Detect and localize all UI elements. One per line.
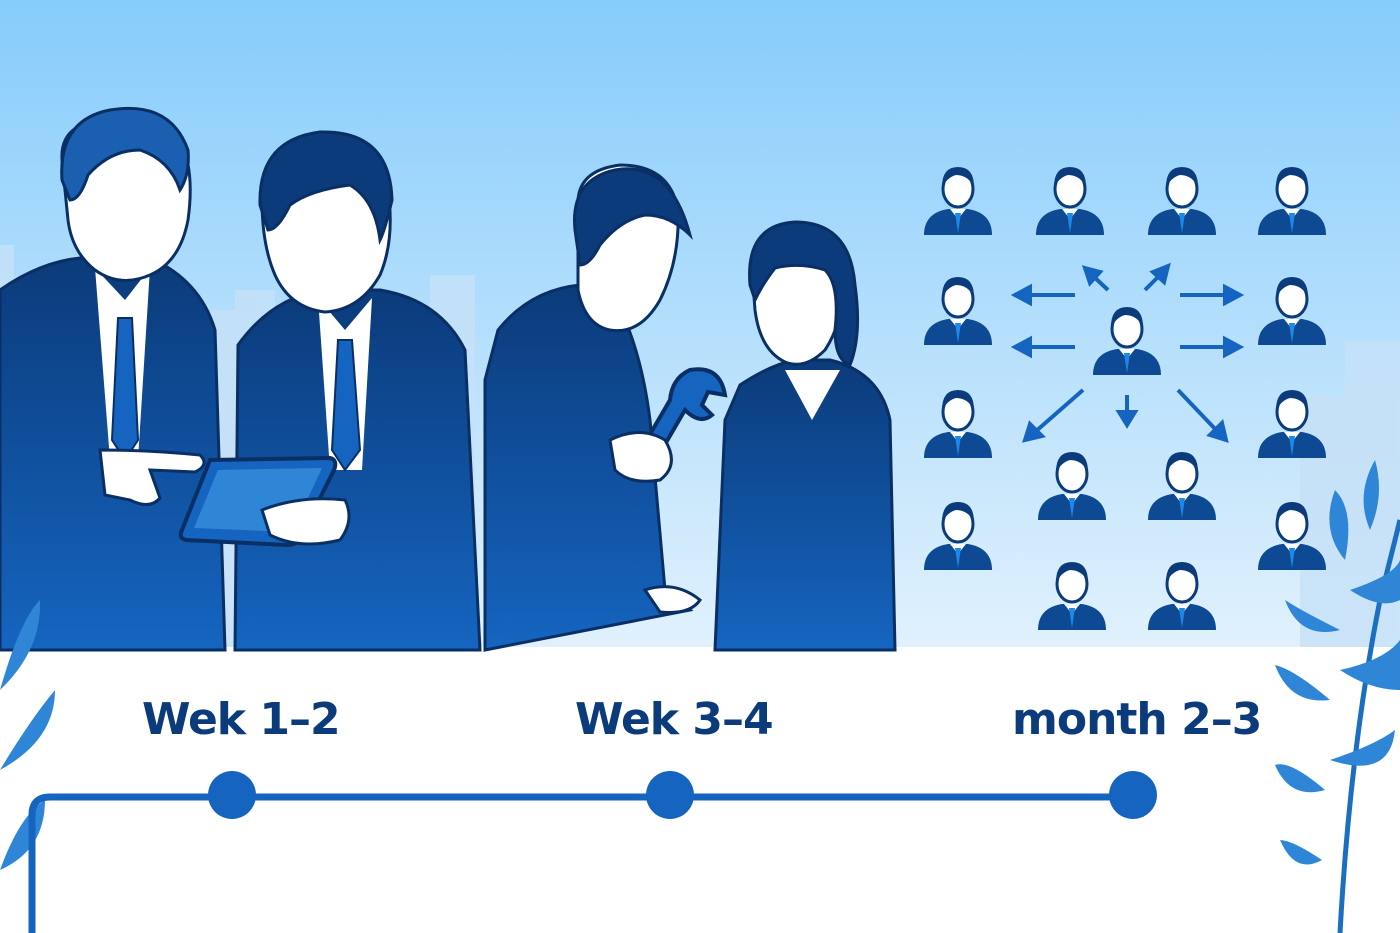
new-hire-person (713, 220, 897, 652)
milestone-dot-2 (646, 771, 694, 819)
colleague-person (178, 130, 482, 652)
timeline-track (28, 793, 1140, 933)
trainer-person (483, 163, 728, 652)
leaf-right (1275, 460, 1400, 933)
milestone-dot-1 (208, 771, 256, 819)
mentor-person (0, 106, 227, 652)
milestone-label-1: Wek 1–2 (142, 694, 341, 745)
milestone-label-3: month 2–3 (1012, 694, 1262, 745)
network-arrows (1010, 262, 1245, 443)
milestone-dot-3 (1109, 771, 1157, 819)
milestone-label-2: Wek 3–4 (575, 694, 774, 745)
